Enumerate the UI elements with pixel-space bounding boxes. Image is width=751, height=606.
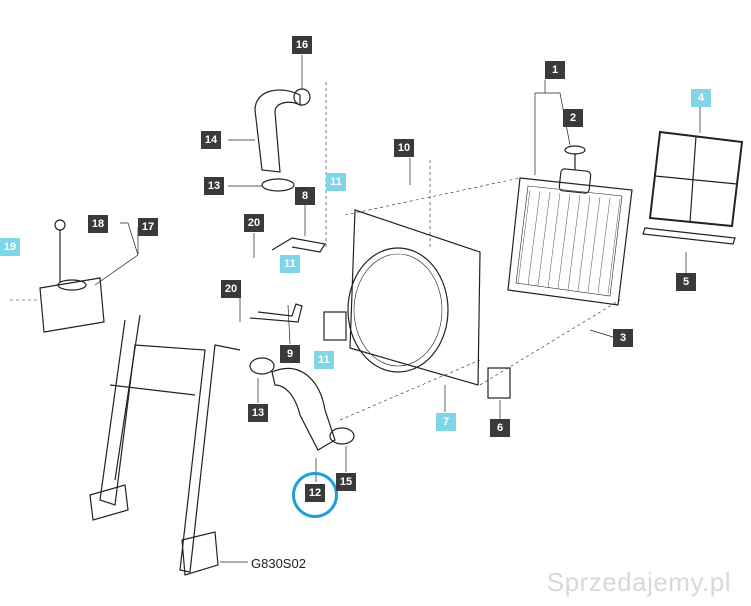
drawing-code-label: G830S02	[251, 556, 306, 571]
expansion-tank-part	[39, 219, 105, 333]
radiator-part	[507, 145, 633, 306]
callout-9: 9	[280, 345, 300, 363]
callout-5: 5	[676, 273, 696, 291]
fan-shroud-part	[323, 209, 511, 399]
callout-3: 3	[613, 329, 633, 347]
callout-8: 8	[295, 187, 315, 205]
callout-11-c: 11	[314, 351, 334, 369]
leader-lines	[94, 55, 701, 563]
callout-15: 15	[336, 473, 356, 491]
callout-2: 2	[563, 109, 583, 127]
callout-16: 16	[292, 36, 312, 54]
callout-11-a: 11	[326, 173, 346, 191]
callout-7: 7	[436, 413, 456, 431]
hose-clamp-16-part	[293, 88, 311, 106]
bracket-9-part	[249, 303, 303, 323]
callout-14: 14	[201, 131, 221, 149]
callout-18: 18	[88, 215, 108, 233]
callout-6: 6	[490, 419, 510, 437]
callout-20-a: 20	[221, 280, 241, 298]
bracket-8-part	[271, 237, 326, 253]
watermark: Sprzedajemy.pl	[546, 567, 731, 597]
lower-hose-part	[249, 357, 355, 451]
callout-4: 4	[691, 89, 711, 107]
screen-filter-part	[642, 130, 744, 245]
callout-10: 10	[394, 139, 414, 157]
guide-lines	[10, 82, 621, 421]
highlight-ring	[292, 472, 338, 518]
frame-bracket-part	[89, 314, 241, 576]
callout-13-a: 13	[204, 177, 224, 195]
callout-11-b: 11	[280, 255, 300, 273]
callout-13-b: 13	[248, 404, 268, 422]
upper-hose-part	[254, 89, 301, 192]
callout-20-b: 20	[244, 214, 264, 232]
callout-1: 1	[545, 61, 565, 79]
callout-12: 12	[305, 484, 325, 502]
callout-17: 17	[138, 218, 158, 236]
callout-19: 19	[0, 238, 20, 256]
